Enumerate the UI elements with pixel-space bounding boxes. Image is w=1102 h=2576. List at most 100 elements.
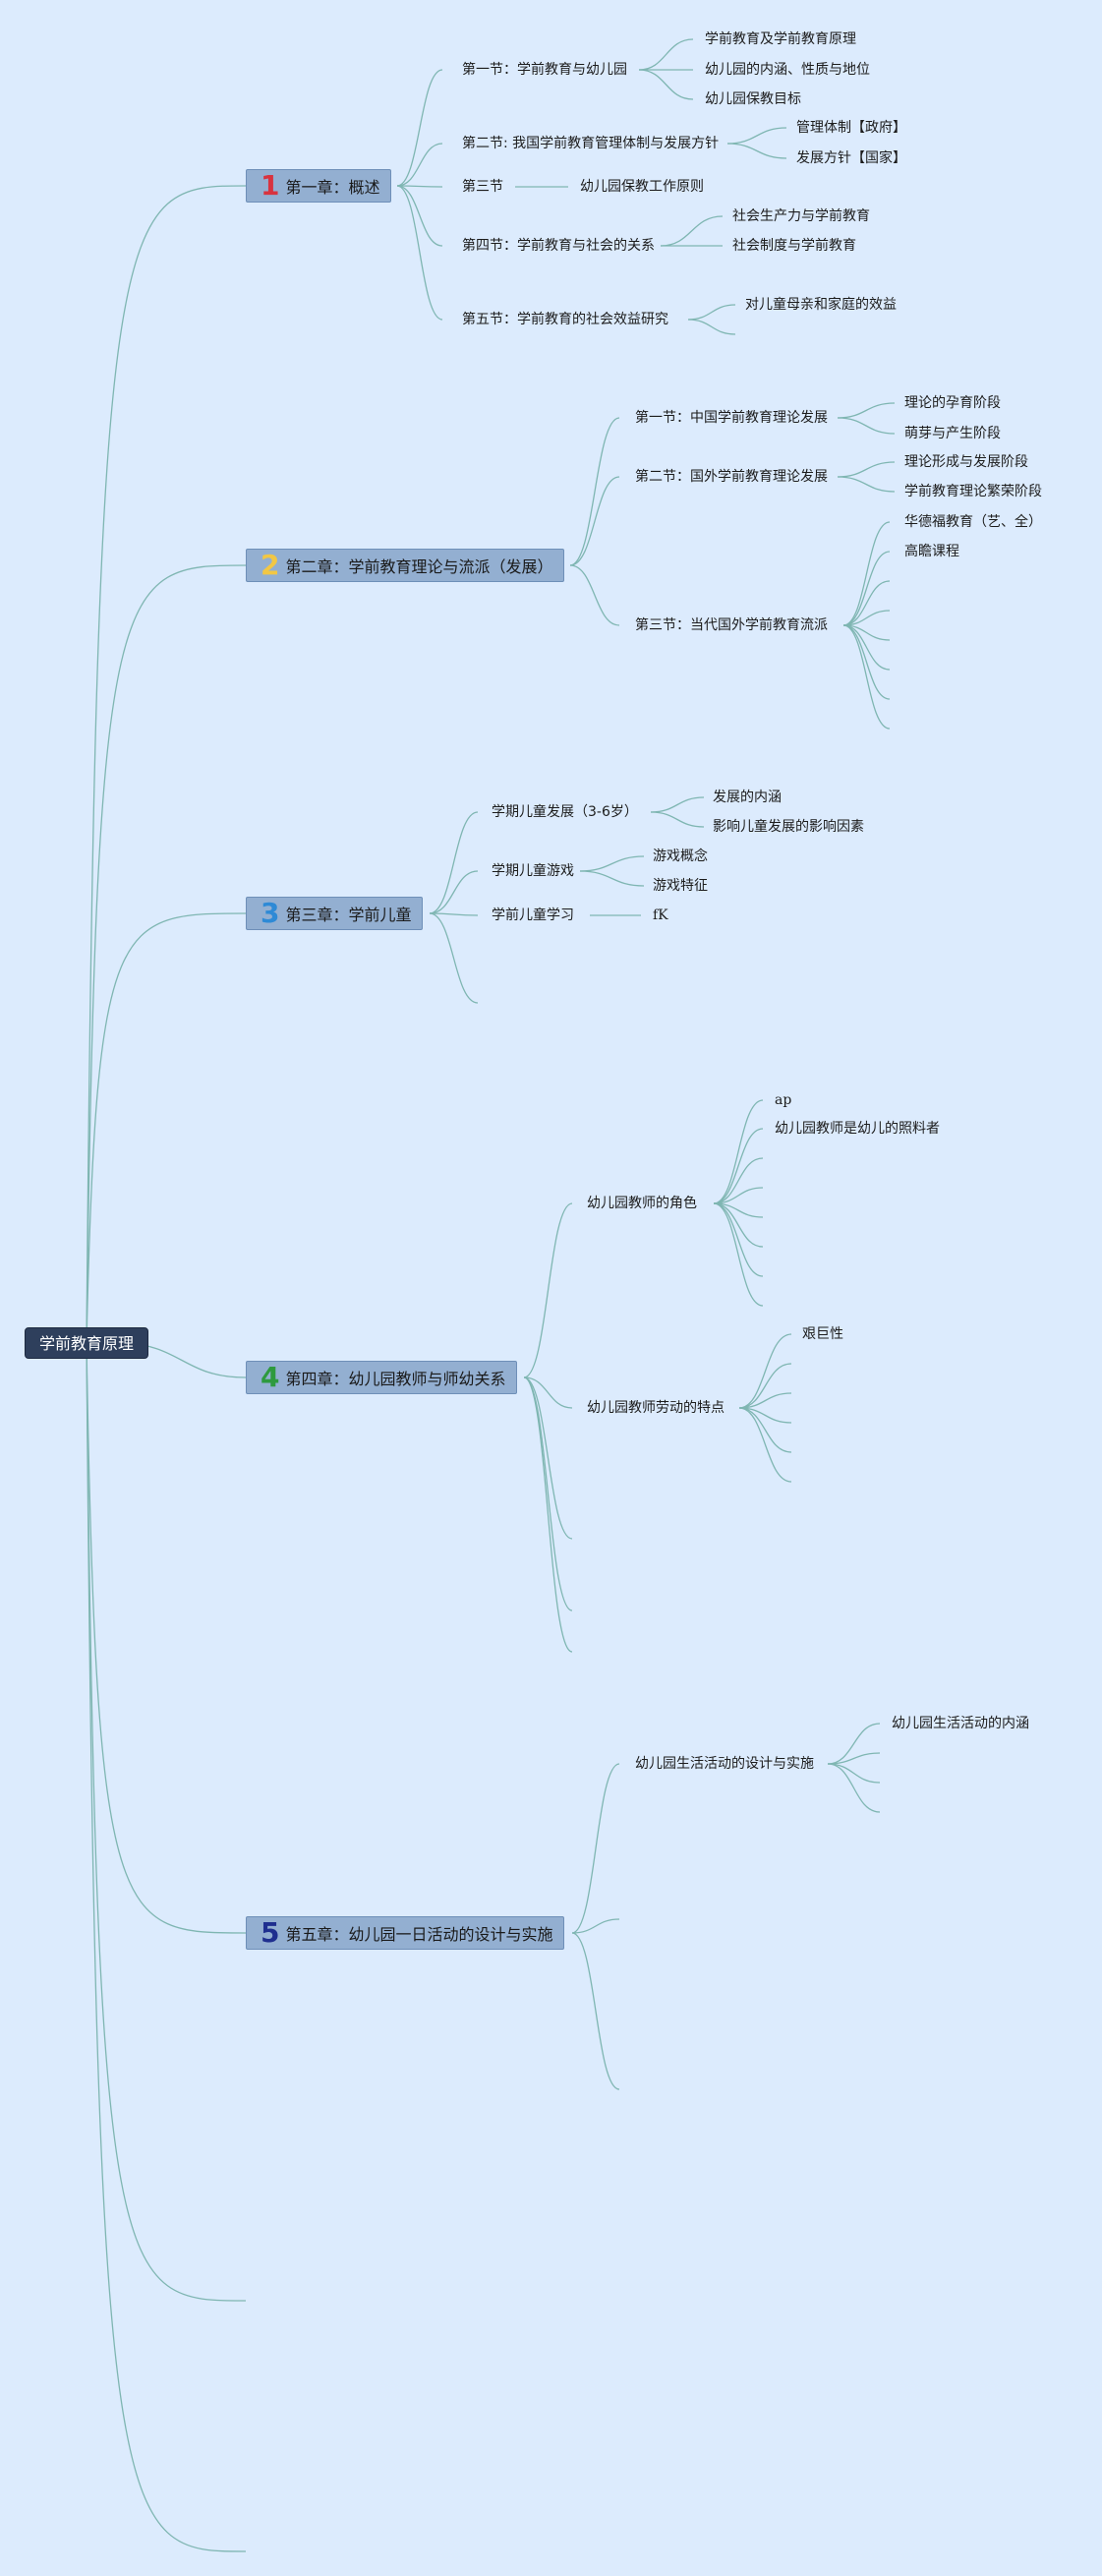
- connector-line-25: [837, 402, 896, 419]
- ch3-section-1[interactable]: 学期儿童发展（3-6岁）: [492, 804, 638, 820]
- ch1-s1-leaf-2[interactable]: 幼儿园的内涵、性质与地位: [705, 62, 870, 78]
- trunk-line-1: [86, 564, 247, 1344]
- chapter-5-number: 5: [261, 1916, 280, 1949]
- ch3-s3-leaf-1[interactable]: fK: [653, 907, 668, 923]
- chapter-3-topic[interactable]: 3 第三章：学前儿童: [246, 897, 423, 930]
- ch1-s1-leaf-1[interactable]: 学前教育及学前教育原理: [705, 31, 856, 47]
- ch4-s1-leaf-2[interactable]: 幼儿园教师是幼儿的照料者: [775, 1121, 940, 1137]
- connector-line-36: [842, 624, 891, 730]
- chapter-4-topic[interactable]: 4 第四章：幼儿园教师与师幼关系: [246, 1361, 517, 1394]
- connector-line-40: [429, 912, 479, 1004]
- root-topic[interactable]: 学前教育原理: [25, 1327, 148, 1359]
- connector-line-26: [837, 417, 896, 435]
- ch1-section-5[interactable]: 第五节：学前教育的社会效益研究: [462, 312, 668, 327]
- ch3-section-2[interactable]: 学期儿童游戏: [492, 863, 574, 879]
- connector-line-28: [837, 476, 896, 493]
- connector-line-44: [579, 870, 645, 887]
- ch1-section-3[interactable]: 第三节: [462, 179, 503, 195]
- connector-line-34: [842, 624, 891, 671]
- connector-line-49: [523, 1376, 573, 1611]
- ch2-section-2[interactable]: 第二节：国外学前教育理论发展: [635, 469, 828, 485]
- ch2-s2-leaf-1[interactable]: 理论形成与发展阶段: [904, 454, 1028, 470]
- chapter-2-number: 2: [261, 549, 280, 581]
- connector-line-10: [396, 185, 443, 247]
- ch2-s1-leaf-1[interactable]: 理论的孕育阶段: [904, 395, 1001, 411]
- ch3-s1-leaf-1[interactable]: 发展的内涵: [713, 790, 782, 805]
- connector-line-51: [713, 1099, 764, 1204]
- connector-line-23: [569, 476, 620, 566]
- ch5-s1-leaf-1[interactable]: 幼儿园生活活动的内涵: [892, 1716, 1029, 1731]
- ch1-s2-leaf-2[interactable]: 发展方针【国家】: [796, 150, 906, 166]
- ch3-s1-leaf-2[interactable]: 影响儿童发展的影响因素: [713, 819, 864, 835]
- ch2-s2-leaf-2[interactable]: 学前教育理论繁荣阶段: [904, 484, 1042, 499]
- connector-line-38: [429, 870, 479, 914]
- connector-line-11: [396, 185, 443, 321]
- connector-line-39: [429, 912, 479, 916]
- ch4-s2-leaf-1[interactable]: 艰巨性: [802, 1326, 843, 1342]
- ch4-section-1[interactable]: 幼儿园教师的角色: [587, 1196, 697, 1211]
- ch1-s5-leaf-1[interactable]: 对儿童母亲和家庭的效益: [745, 297, 897, 313]
- ch1-section-2[interactable]: 第二节: 我国学前教育管理体制与发展方针: [462, 136, 720, 151]
- connector-line-12: [638, 38, 694, 71]
- ch3-s2-leaf-2[interactable]: 游戏特征: [653, 878, 708, 894]
- connector-line-8: [396, 143, 443, 187]
- chapter-1-label: 第一章：概述: [285, 178, 380, 197]
- ch3-s2-leaf-1[interactable]: 游戏概念: [653, 849, 708, 864]
- connector-line-65: [571, 1763, 620, 1934]
- connector-line-20: [687, 304, 736, 321]
- connector-line-59: [738, 1333, 792, 1409]
- connector-line-24: [569, 564, 620, 626]
- connector-line-14: [638, 69, 694, 100]
- ch5-section-1[interactable]: 幼儿园生活活动的设计与实施: [635, 1756, 814, 1772]
- chapter-4-label: 第四章：幼儿园教师与师幼关系: [285, 1370, 506, 1388]
- chapter-2-topic[interactable]: 2 第二章：学前教育理论与流派（发展）: [246, 549, 564, 582]
- connector-line-57: [713, 1202, 764, 1277]
- ch1-s2-leaf-1[interactable]: 管理体制【政府】: [796, 120, 906, 136]
- ch1-s1-leaf-3[interactable]: 幼儿园保教目标: [705, 91, 801, 107]
- connector-line-61: [738, 1392, 792, 1409]
- ch2-s1-leaf-2[interactable]: 萌芽与产生阶段: [904, 426, 1001, 441]
- ch3-section-3[interactable]: 学前儿童学习: [492, 907, 574, 923]
- ch2-s3-leaf-1[interactable]: 华德福教育（艺、全）: [904, 514, 1042, 530]
- chapter-2-label: 第二章：学前教育理论与流派（发展）: [285, 557, 553, 576]
- ch2-section-1[interactable]: 第一节：中国学前教育理论发展: [635, 410, 828, 426]
- connector-line-66: [571, 1918, 620, 1934]
- connector-line-27: [837, 461, 896, 478]
- ch1-section-1[interactable]: 第一节：学前教育与幼儿园: [462, 62, 627, 78]
- connector-line-7: [396, 69, 443, 187]
- chapter-1-number: 1: [261, 169, 280, 202]
- connector-line-53: [713, 1157, 764, 1204]
- chapter-3-number: 3: [261, 897, 280, 929]
- chapter-5-topic[interactable]: 5 第五章：幼儿园一日活动的设计与实施: [246, 1916, 564, 1950]
- connector-line-58: [713, 1202, 764, 1307]
- connector-line-9: [396, 185, 443, 188]
- connector-line-29: [842, 521, 891, 626]
- connector-line-56: [713, 1202, 764, 1248]
- ch4-section-2[interactable]: 幼儿园教师劳动的特点: [587, 1400, 725, 1416]
- connector-line-48: [523, 1376, 573, 1540]
- connector-line-60: [738, 1363, 792, 1409]
- connector-line-15: [726, 127, 787, 145]
- chapter-5-label: 第五章：幼儿园一日活动的设计与实施: [285, 1925, 553, 1944]
- connector-line-21: [687, 319, 736, 335]
- ch1-s4-leaf-1[interactable]: 社会生产力与学前教育: [732, 208, 870, 224]
- trunk-line-6: [86, 1342, 247, 2552]
- connector-line-47: [523, 1376, 573, 1409]
- ch4-s1-leaf-1[interactable]: ap: [775, 1092, 792, 1108]
- ch1-s3-leaf-1[interactable]: 幼儿园保教工作原则: [580, 179, 704, 195]
- trunk-line-5: [86, 1342, 247, 2302]
- connector-line-70: [827, 1763, 881, 1784]
- connector-line-46: [523, 1202, 573, 1378]
- ch2-section-3[interactable]: 第三节：当代国外学前教育流派: [635, 617, 828, 633]
- connector-line-54: [713, 1187, 764, 1204]
- chapter-3-label: 第三章：学前儿童: [285, 906, 412, 924]
- connector-line-67: [571, 1932, 620, 2090]
- connector-line-42: [650, 811, 705, 828]
- connector-line-41: [650, 796, 705, 813]
- connector-line-63: [738, 1407, 792, 1453]
- ch2-s3-leaf-2[interactable]: 高瞻课程: [904, 544, 959, 559]
- chapter-1-topic[interactable]: 1 第一章：概述: [246, 169, 391, 203]
- ch1-section-4[interactable]: 第四节：学前教育与社会的关系: [462, 238, 655, 254]
- ch1-s4-leaf-2[interactable]: 社会制度与学前教育: [732, 238, 856, 254]
